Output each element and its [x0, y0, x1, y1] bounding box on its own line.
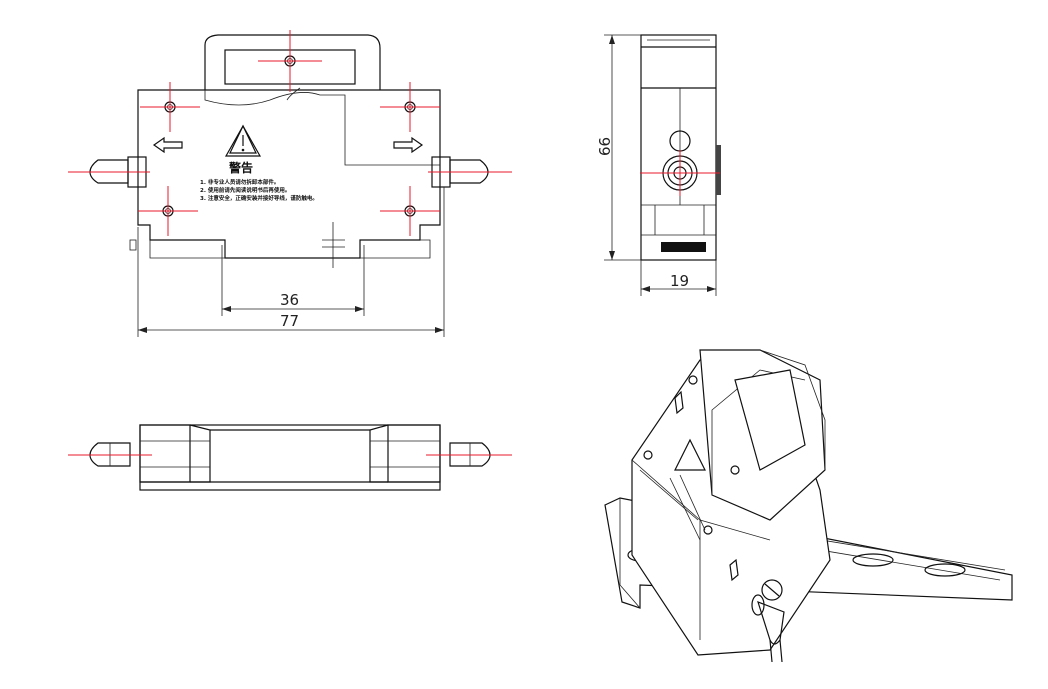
- bottom-view: [68, 424, 512, 491]
- front-dimensions: 36 77: [137, 187, 445, 337]
- dimension-77: 77: [280, 312, 299, 330]
- isometric-view: [604, 349, 1013, 663]
- warning-line-2: 2. 使用前请先阅读说明书后再使用。: [200, 186, 290, 194]
- front-view: 警告 1. 非专业人员请勿拆卸本部件。 2. 使用前请先阅读说明书后再使用。 3…: [68, 30, 512, 268]
- dimension-19: 19: [670, 272, 689, 290]
- warning-title: 警告: [228, 160, 253, 175]
- warning-line-1: 1. 非专业人员请勿拆卸本部件。: [200, 178, 279, 186]
- warning-line-3: 3. 注意安全，正确安装并接好导线，谨防触电。: [200, 194, 318, 202]
- dimension-66: 66: [596, 137, 614, 156]
- side-view: 66 19: [596, 34, 721, 296]
- center-marks-front: [68, 30, 512, 236]
- dimension-36: 36: [280, 291, 299, 309]
